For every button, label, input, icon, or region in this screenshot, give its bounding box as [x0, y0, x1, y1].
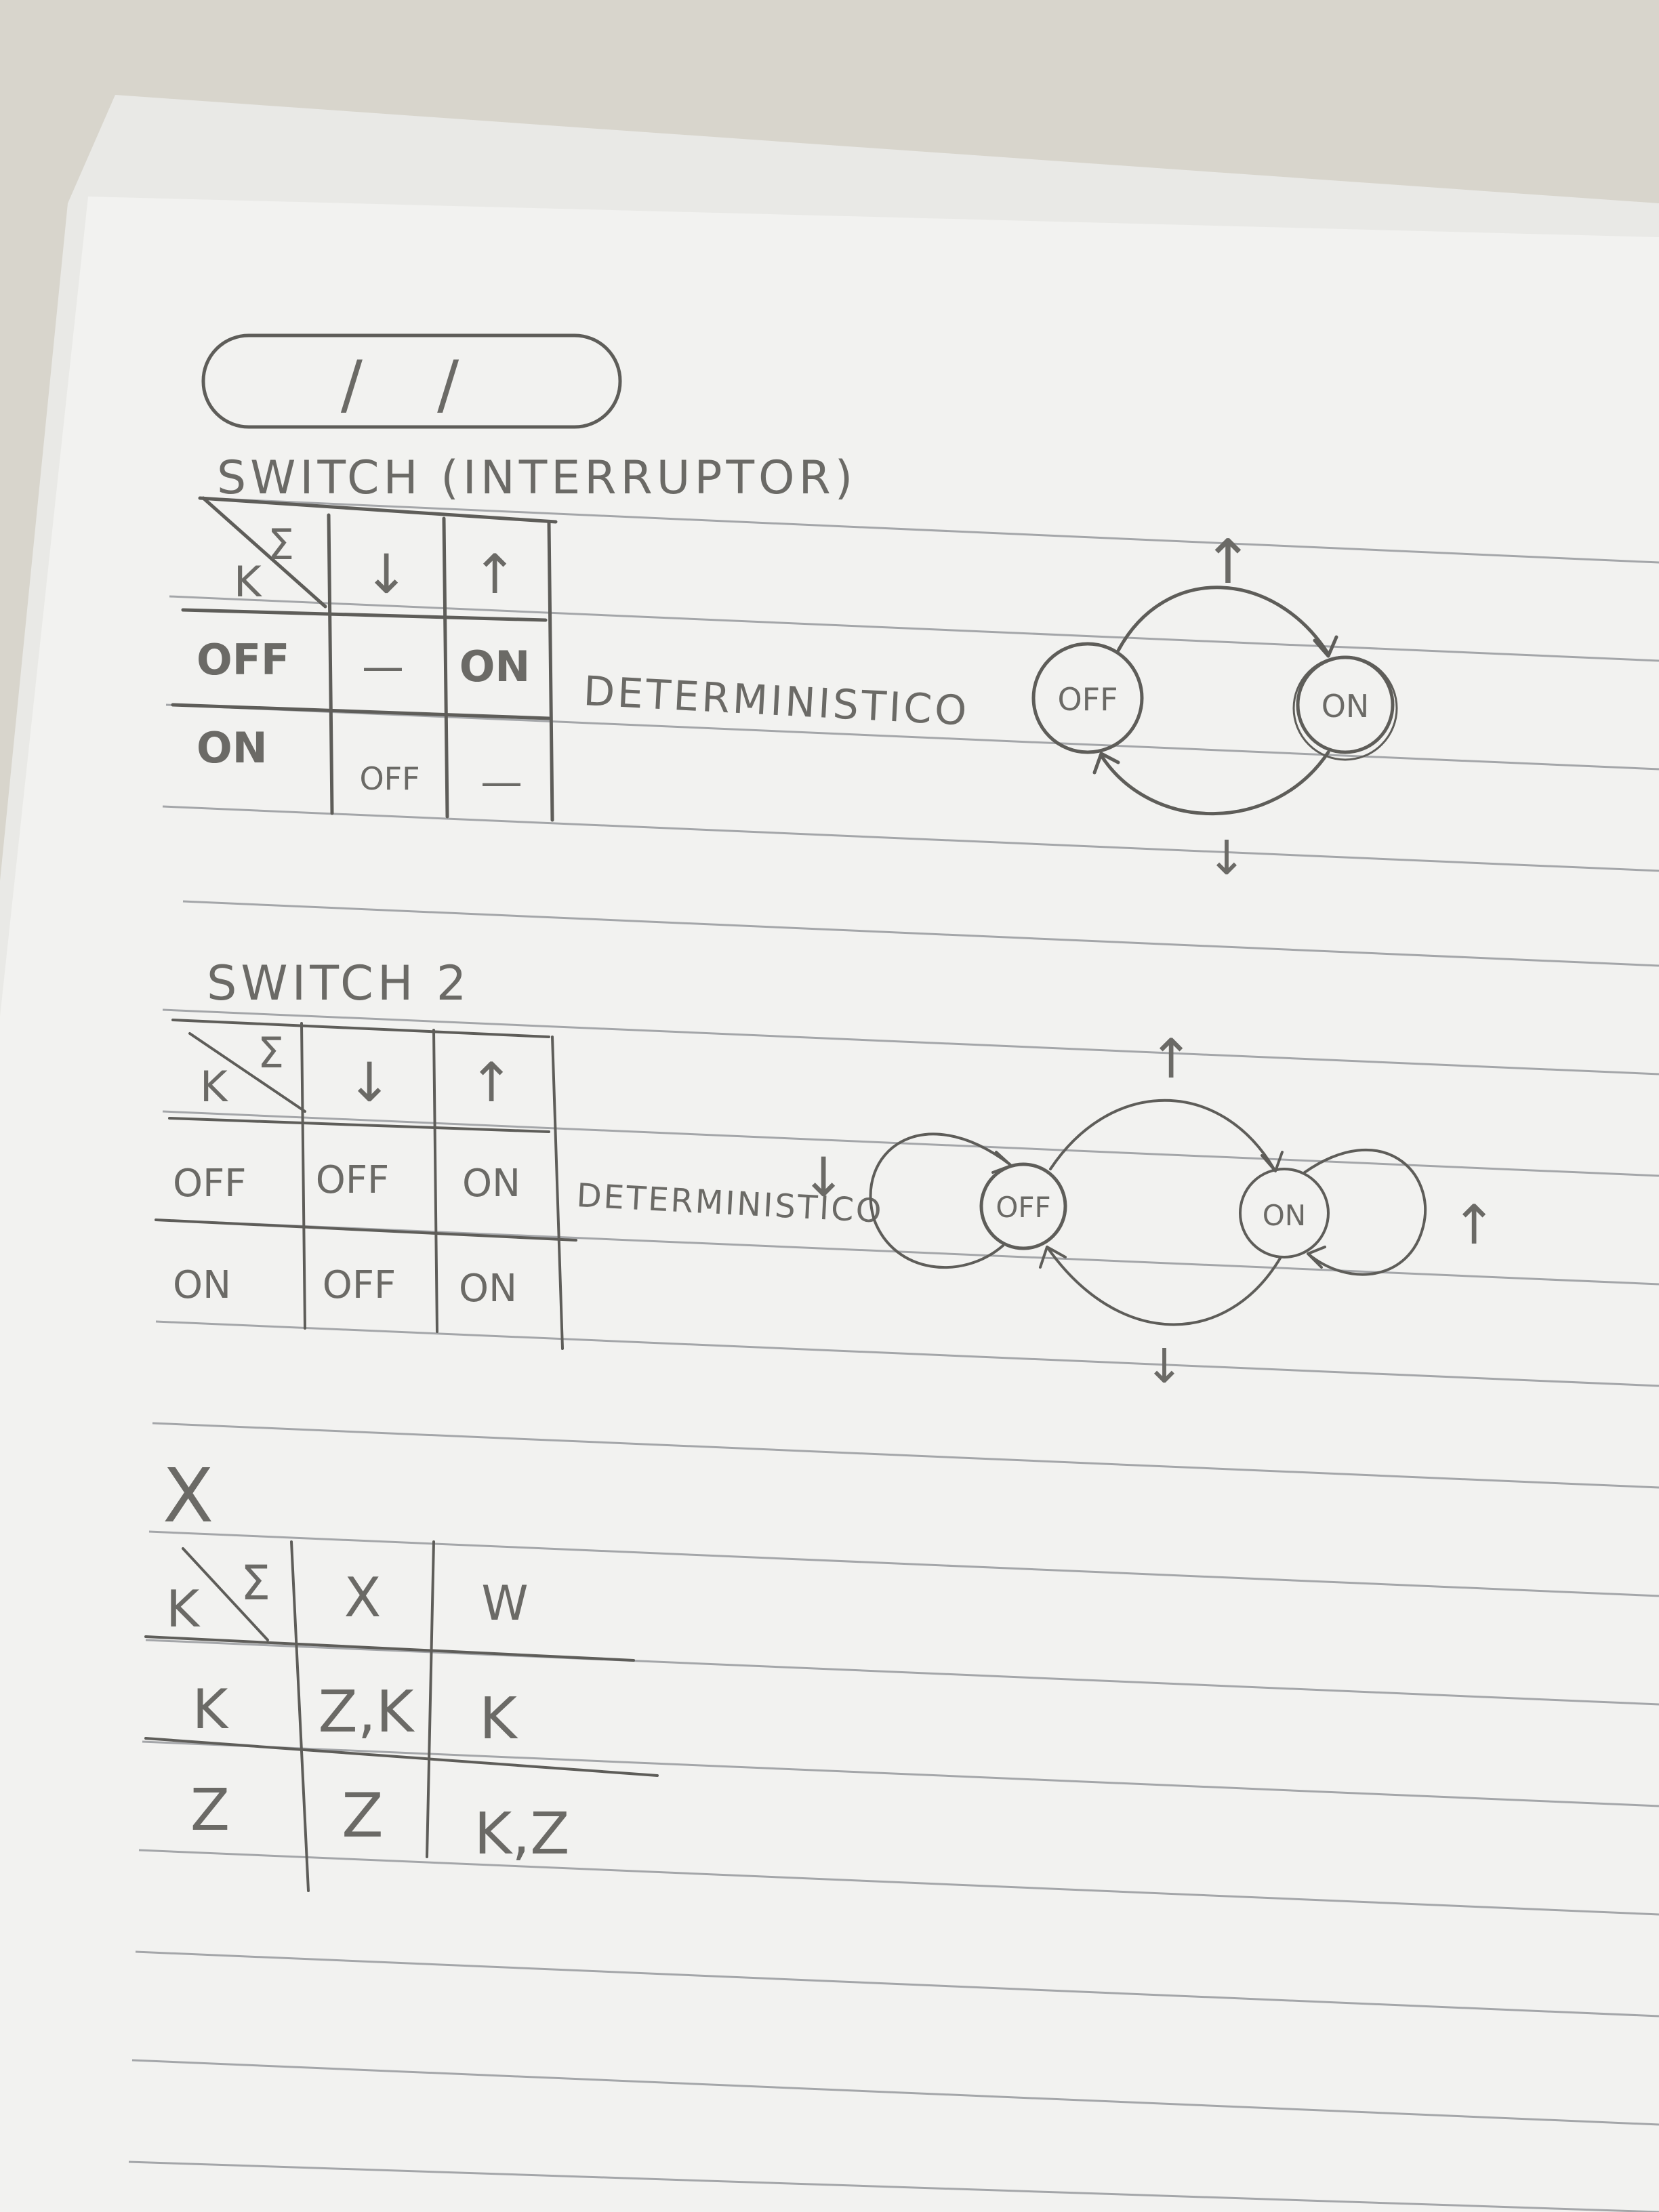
section-1-row-2-state: ON: [197, 723, 268, 773]
section-2-arrow-up-right: ↑: [1451, 1193, 1496, 1256]
section-1-corner-sigma: Σ: [268, 520, 294, 569]
section-2-corner-k: K: [200, 1062, 228, 1111]
section-2-arrow-up-top: ↑: [1148, 1027, 1193, 1090]
section-1-row-1-cell-2: ON: [459, 642, 531, 691]
ruled-lines: [128, 497, 1659, 2212]
section-1-state-on-label: ON: [1322, 688, 1370, 724]
section-3-col-2: W: [481, 1576, 528, 1631]
section-2-col-1: ↓: [346, 1051, 392, 1114]
section-2-corner-sigma: Σ: [258, 1028, 284, 1078]
section-2-row-2-cell-2: ON: [459, 1267, 517, 1311]
section-2-row-1-cell-1: OFF: [316, 1158, 390, 1202]
notebook-page: [0, 197, 1659, 2212]
section-3-row-2-cell-1: Z: [342, 1780, 384, 1851]
date-box-slashes: / /: [341, 348, 486, 422]
section-3-row-2-cell-2: K,Z: [474, 1801, 570, 1868]
section-2-row-2-state: ON: [173, 1263, 231, 1307]
section-3-row-1-state: K: [192, 1678, 230, 1741]
section-1-corner-k: K: [234, 557, 262, 607]
section-2-row-1-state: OFF: [173, 1162, 247, 1206]
date-box: / /: [201, 333, 622, 429]
section-1-row-2-cell-1: OFF: [359, 760, 419, 797]
section-2-row-2-cell-1: OFF: [323, 1263, 396, 1307]
section-2-loop-off: [869, 1132, 1011, 1269]
section-2-loop-on: [1303, 1149, 1427, 1276]
section-1-row-1-cell-1: —: [362, 642, 404, 691]
section-2-row-1-cell-2: ON: [462, 1162, 520, 1206]
section-2-transition-on-off: [1046, 1246, 1282, 1326]
section-2-arrow-down: ↓: [1145, 1338, 1185, 1394]
section-1-col-2: ↑: [472, 543, 517, 606]
section-3-corner-k: K: [166, 1579, 201, 1639]
section-2-state-off-label: OFF: [996, 1191, 1050, 1224]
section-2-state-on-label: ON: [1263, 1199, 1306, 1232]
section-1-arrow-down: ↓: [1207, 830, 1247, 886]
section-3-row-1-cell-1: Z,K: [319, 1679, 415, 1746]
section-1-transition-off-on: [1116, 586, 1330, 656]
section-1-arrow-up: ↑: [1202, 527, 1253, 598]
section-1-state-off: [1031, 642, 1144, 754]
section-2-state-on: [1239, 1168, 1330, 1258]
section-1-row-2-cell-2: —: [480, 757, 523, 806]
section-1-state-off-label: OFF: [1057, 681, 1118, 718]
section-3-row-1-cell-2: K: [479, 1685, 518, 1753]
section-1-title: SWITCH (INTERRUPTOR): [217, 451, 857, 505]
section-3-col-1: X: [344, 1566, 382, 1629]
section-1-transition-on-off: [1099, 750, 1330, 816]
section-3-corner-sigma: Σ: [241, 1555, 270, 1611]
section-3: X Σ K X W K Z,K K Z Z K,Z: [144, 1452, 659, 1892]
section-3-row-2-state: Z: [190, 1777, 230, 1844]
section-2-transition-off-on: [1049, 1099, 1275, 1170]
section-2-state-off: [979, 1162, 1067, 1250]
section-2-title: SWITCH 2: [207, 956, 470, 1011]
section-1-col-1: ↓: [363, 543, 409, 606]
section-1-row-1-state: OFF: [197, 635, 289, 684]
section-3-title: X: [163, 1452, 213, 1539]
section-1: SWITCH (INTERRUPTOR) Σ K ↓ ↑ OFF — ON ON…: [171, 451, 1398, 886]
section-2-col-2: ↑: [468, 1051, 514, 1114]
section-2-note-arrow: ↓: [800, 1146, 846, 1209]
